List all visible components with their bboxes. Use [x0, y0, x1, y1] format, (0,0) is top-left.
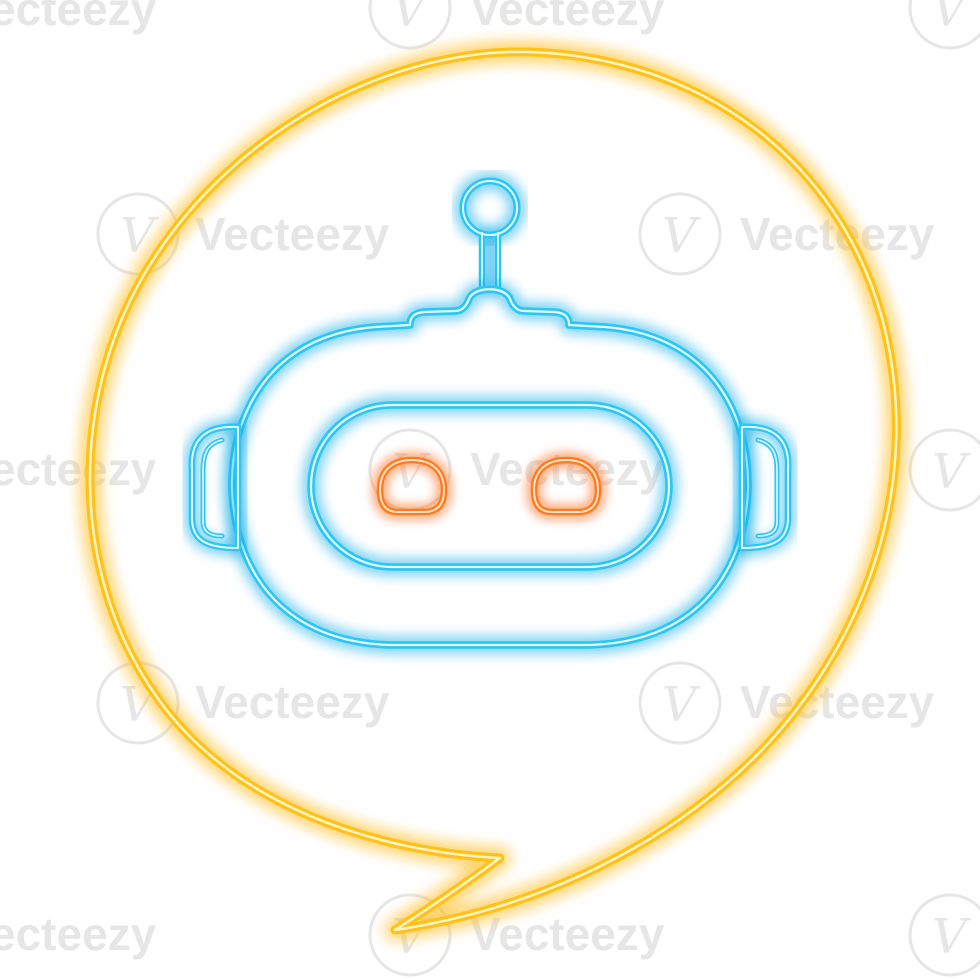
robot-head-icon — [192, 172, 788, 645]
robot-visor-outline — [302, 396, 678, 576]
watermark-text: Vecteezy — [195, 676, 390, 728]
watermark-logo-icon: V — [908, 893, 980, 977]
svg-text:V: V — [932, 444, 971, 500]
robot-antenna-icon — [454, 172, 526, 289]
robot-ear-left-icon — [192, 427, 238, 548]
watermark-text-partial: ecteezy — [0, 908, 157, 960]
watermark-logo-icon: V — [638, 661, 722, 745]
svg-text:V: V — [662, 208, 701, 264]
svg-text:V: V — [392, 0, 431, 38]
watermark-text-partial: ecteezy — [0, 443, 157, 495]
watermark-logo-icon: V — [908, 0, 980, 50]
robot-ear-right-icon — [742, 427, 788, 548]
svg-text:V: V — [932, 0, 971, 38]
svg-text:V: V — [932, 909, 971, 965]
watermark-text-partial: ecteezy — [0, 0, 157, 35]
watermark-text: Vecteezy — [195, 208, 390, 260]
watermark-logo-icon: V — [368, 0, 452, 50]
watermark-logo-icon: V — [908, 428, 980, 512]
svg-text:V: V — [662, 677, 701, 733]
watermark-text: Vecteezy — [470, 443, 665, 495]
watermark-text: Vecteezy — [470, 0, 665, 35]
watermark-logo-icon: V — [638, 192, 722, 276]
watermark-text: Vecteezy — [740, 676, 935, 728]
